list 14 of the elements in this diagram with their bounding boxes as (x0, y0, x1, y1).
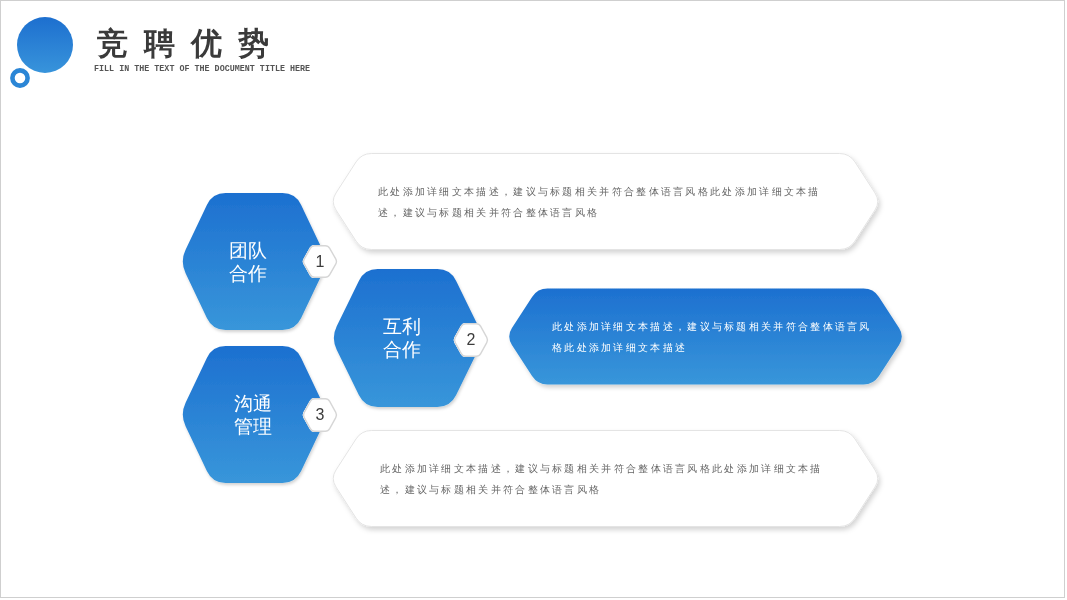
text-banner (330, 153, 881, 250)
tile-label: 互利合作 (381, 315, 422, 361)
description-text: 此处添加详细文本描述，建议与标题相关并符合整体语言风格此处添加详细文本描述，建议与标题相关并符合整体语言风格 (380, 461, 824, 497)
description-text: 此处添加详细文本描述，建议与标题相关并符合整体语言风格此处添加详细文本描述 (552, 319, 873, 355)
tile-label: 团队合作 (228, 238, 268, 285)
text-banner (506, 288, 905, 385)
number-badge: 1 (302, 245, 338, 278)
title-text: 竞聘优势 (97, 25, 285, 61)
tile-label: 沟通管理 (233, 391, 273, 438)
subtitle-text: FILL IN THE TEXT OF THE DOCUMENT TITLE HERE (94, 64, 311, 74)
description-text: 此处添加详细文本描述，建议与标题相关并符合整体语言风格此处添加详细文本描述，建议与标题相关并符合整体语言风格 (378, 184, 822, 220)
number-badge: 2 (453, 323, 489, 357)
number-badge: 3 (302, 398, 338, 432)
text-banner (330, 430, 881, 527)
